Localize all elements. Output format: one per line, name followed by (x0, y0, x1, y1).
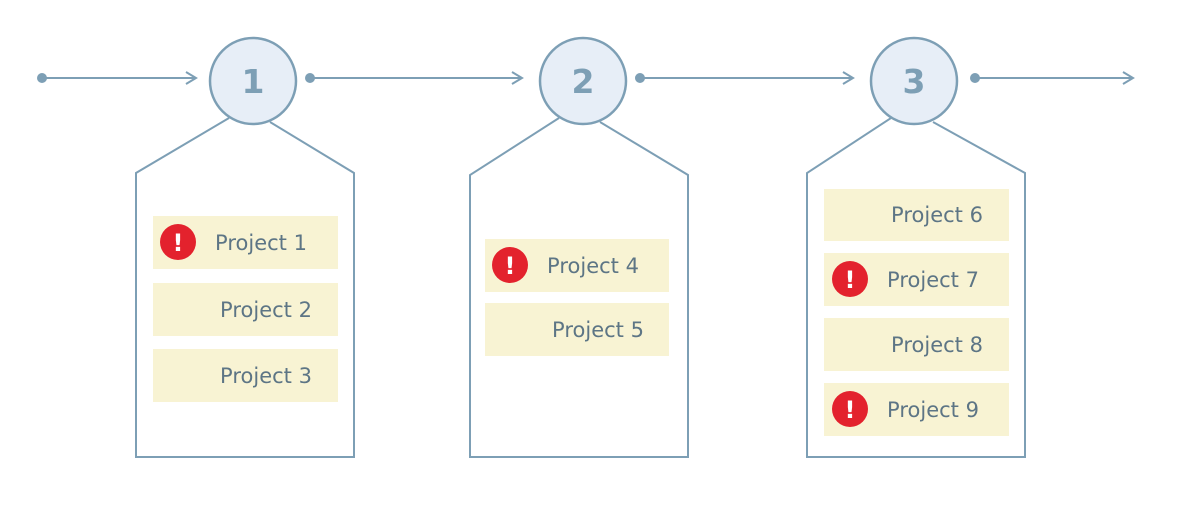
project-item[interactable]: ! Project 9 (824, 383, 1009, 436)
svg-text:!: ! (173, 229, 184, 257)
step-number-circle (538, 36, 628, 126)
step-tag-outline (135, 117, 355, 458)
flow-connector (970, 71, 1135, 85)
svg-text:!: ! (845, 266, 856, 294)
project-item[interactable]: Project 3 (153, 349, 338, 402)
project-card (153, 349, 338, 402)
project-card (824, 189, 1009, 241)
project-item[interactable]: ! Project 1 (153, 216, 338, 269)
step-3: 3 Project 6 ! Project 7 Project 8 ! Proj… (806, 36, 1026, 458)
project-label: Project 4 (547, 254, 639, 278)
svg-text:!: ! (505, 252, 516, 280)
project-item[interactable]: Project 5 (485, 303, 669, 356)
exclamation-alert-icon: ! (492, 247, 528, 283)
flow-connector (305, 71, 524, 85)
flow-connector (37, 71, 198, 85)
step-1: 1 ! Project 1 Project 2 Project 3 (135, 36, 355, 458)
project-label: Project 3 (220, 364, 312, 388)
project-item[interactable]: Project 2 (153, 283, 338, 336)
project-label: Project 1 (215, 231, 307, 255)
project-item[interactable]: ! Project 7 (824, 253, 1009, 306)
project-label: Project 7 (887, 268, 979, 292)
project-item[interactable]: Project 8 (824, 318, 1009, 371)
step-number: 1 (242, 62, 265, 101)
project-label: Project 5 (552, 318, 644, 342)
project-label: Project 9 (887, 398, 979, 422)
step-number-circle (869, 36, 959, 126)
project-card (824, 318, 1009, 371)
project-item[interactable]: ! Project 4 (485, 239, 669, 292)
step-2: 2 ! Project 4 Project 5 (469, 36, 689, 458)
project-label: Project 6 (891, 203, 983, 227)
project-label: Project 8 (891, 333, 983, 357)
exclamation-alert-icon: ! (160, 224, 196, 260)
project-item[interactable]: Project 6 (824, 189, 1009, 241)
project-label: Project 2 (220, 298, 312, 322)
project-card (153, 283, 338, 336)
step-number: 2 (572, 62, 595, 101)
step-tag-outline (469, 117, 689, 458)
svg-text:!: ! (845, 396, 856, 424)
exclamation-alert-icon: ! (832, 261, 868, 297)
step-number-circle (208, 36, 298, 126)
step-tag-outline (806, 117, 1026, 458)
step-number: 3 (903, 62, 926, 101)
exclamation-alert-icon: ! (832, 391, 868, 427)
project-card (485, 303, 669, 356)
flow-connector (635, 71, 855, 85)
